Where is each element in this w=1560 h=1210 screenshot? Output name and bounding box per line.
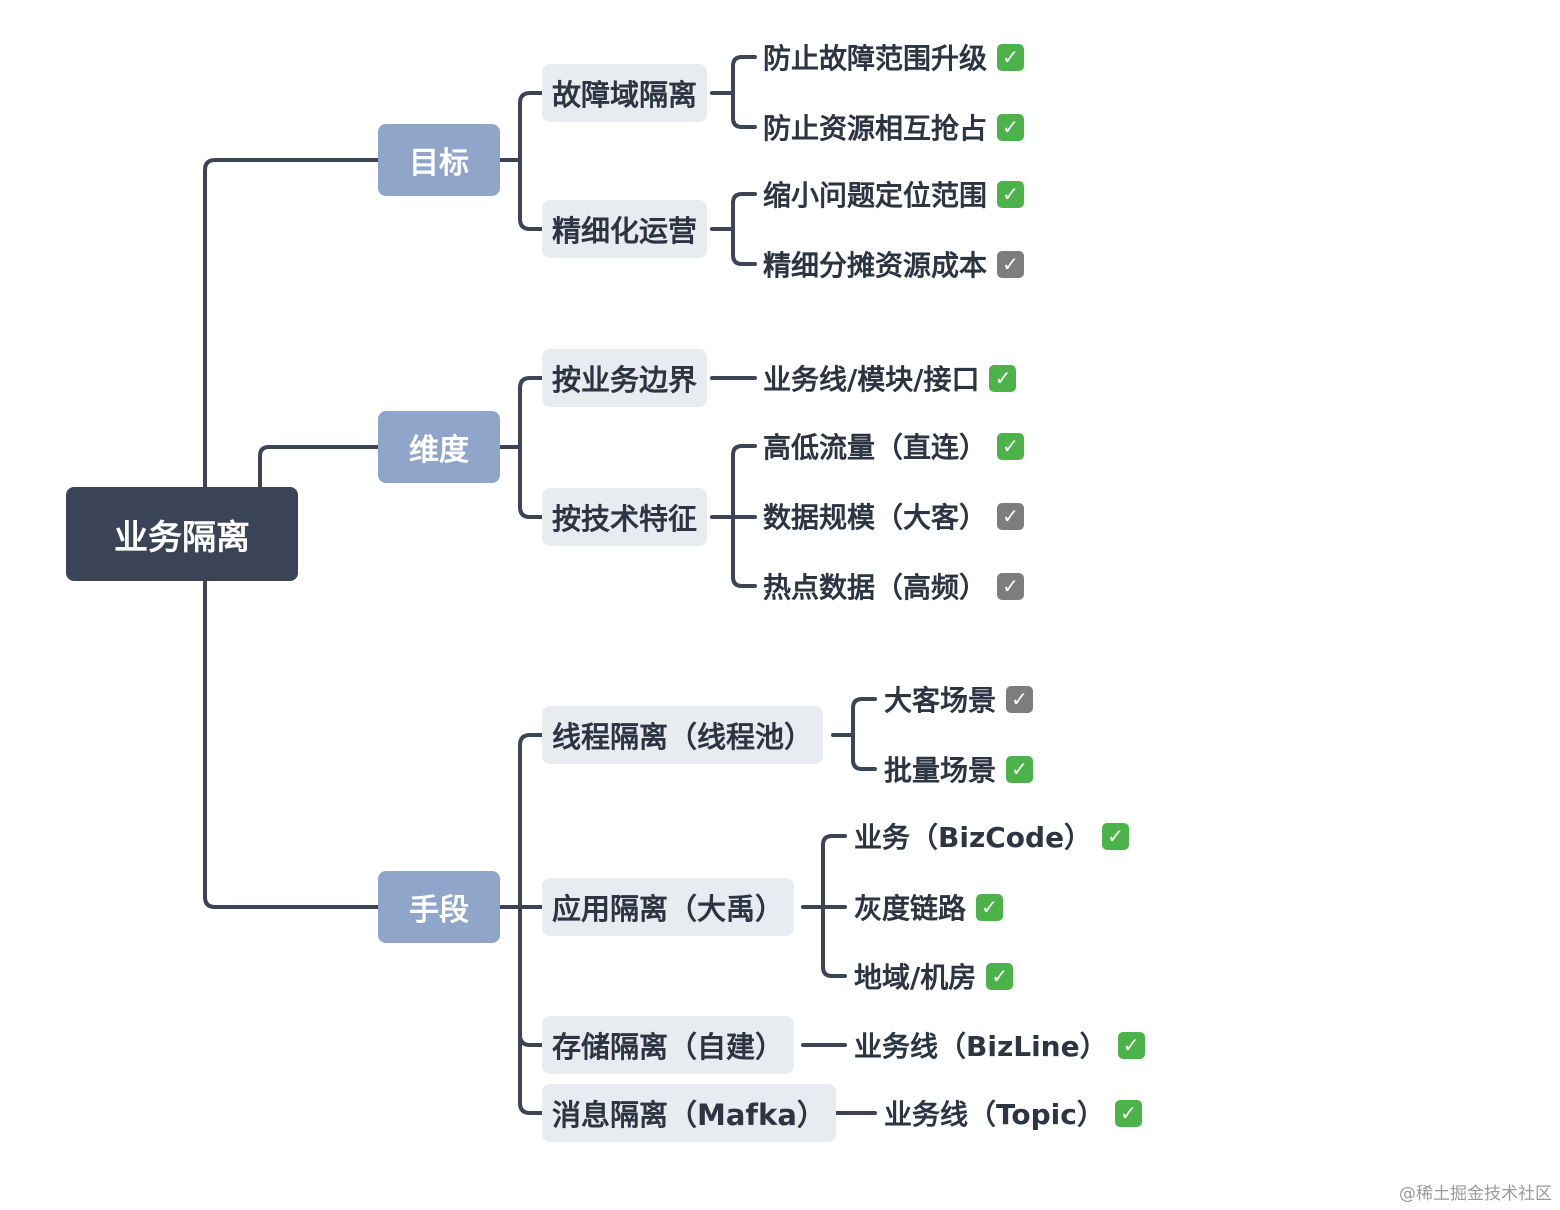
check-green-icon: ✓ (1102, 822, 1130, 850)
connector-thread-leaves (831, 697, 877, 771)
check-green-icon: ✓ (1114, 1099, 1142, 1127)
leaf-item[interactable]: 高低流量（直连） ✓ (763, 423, 1025, 469)
topic-message-isolation[interactable]: 消息隔离（Mafka） (542, 1084, 836, 1142)
leaf-item[interactable]: 缩小问题定位范围 ✓ (763, 171, 1025, 217)
leaf-label: 缩小问题定位范围 (763, 179, 988, 212)
leaf-item[interactable]: 防止故障范围升级 ✓ (763, 34, 1025, 80)
check-green-icon: ✓ (976, 893, 1004, 921)
connector-app-leaves (801, 834, 847, 978)
topic-storage-isolation[interactable]: 存储隔离（自建） (542, 1016, 795, 1074)
leaf-label: 业务线（Topic） (884, 1098, 1105, 1131)
check-green-icon: ✓ (986, 962, 1014, 990)
topic-fault-isolation[interactable]: 故障域隔离 (542, 64, 708, 122)
leaf-label: 高低流量（直连） (763, 431, 988, 464)
connector-goal-children (498, 91, 544, 231)
topic-app-isolation[interactable]: 应用隔离（大禹） (542, 878, 795, 936)
leaf-label: 防止资源相互抢占 (763, 112, 988, 145)
branch-means[interactable]: 手段 (378, 871, 500, 943)
topic-thread-isolation[interactable]: 线程隔离（线程池） (542, 706, 824, 764)
leaf-label: 地域/机房 (854, 961, 977, 994)
leaf-label: 数据规模（大客） (763, 501, 988, 534)
connector-dimension-children (498, 376, 544, 519)
leaf-label: 业务线/模块/接口 (763, 363, 980, 396)
leaf-item[interactable]: 灰度链路 ✓ (854, 884, 1004, 930)
check-gray-icon: ✓ (997, 502, 1025, 530)
connector-tech-leaves (710, 444, 757, 588)
leaf-item[interactable]: 批量场景 ✓ (884, 746, 1034, 792)
branch-dimension[interactable]: 维度 (378, 411, 500, 483)
check-gray-icon: ✓ (997, 572, 1025, 600)
check-green-icon: ✓ (997, 113, 1025, 141)
leaf-label: 精细分摊资源成本 (763, 249, 988, 282)
leaf-label: 防止故障范围升级 (763, 42, 988, 75)
leaf-label: 灰度链路 (854, 892, 967, 925)
leaf-label: 热点数据（高频） (763, 571, 988, 604)
branch-goal[interactable]: 目标 (378, 124, 500, 196)
leaf-item[interactable]: 业务线/模块/接口 ✓ (763, 355, 1017, 401)
leaf-item[interactable]: 精细分摊资源成本 ✓ (763, 241, 1025, 287)
leaf-item[interactable]: 业务线（BizLine） ✓ (854, 1022, 1145, 1068)
leaf-item[interactable]: 业务（BizCode） ✓ (854, 813, 1130, 859)
connector-fault-leaves (710, 55, 757, 129)
topic-fine-ops[interactable]: 精细化运营 (542, 200, 708, 258)
leaf-item[interactable]: 热点数据（高频） ✓ (763, 563, 1025, 609)
check-gray-icon: ✓ (997, 250, 1025, 278)
leaf-item[interactable]: 数据规模（大客） ✓ (763, 493, 1025, 539)
leaf-item[interactable]: 大客场景 ✓ (884, 676, 1034, 722)
topic-business-boundary[interactable]: 按业务边界 (542, 349, 708, 407)
connector-root-dimension (258, 445, 380, 489)
connector-root-goal (203, 158, 380, 489)
connector-means-children (498, 733, 544, 1115)
leaf-item[interactable]: 业务线（Topic） ✓ (884, 1090, 1142, 1136)
check-green-icon: ✓ (997, 180, 1025, 208)
check-green-icon: ✓ (997, 432, 1025, 460)
leaf-label: 批量场景 (884, 754, 997, 787)
leaf-label: 业务线（BizLine） (854, 1030, 1108, 1063)
leaf-label: 业务（BizCode） (854, 821, 1093, 854)
check-gray-icon: ✓ (1006, 685, 1034, 713)
check-green-icon: ✓ (997, 43, 1025, 71)
check-green-icon: ✓ (1006, 755, 1034, 783)
root-node[interactable]: 业务隔离 (66, 487, 298, 581)
check-green-icon: ✓ (989, 364, 1017, 392)
leaf-item[interactable]: 防止资源相互抢占 ✓ (763, 104, 1025, 150)
connector-ops-leaves (710, 192, 757, 266)
leaf-item[interactable]: 地域/机房 ✓ (854, 953, 1014, 999)
leaf-label: 大客场景 (884, 684, 997, 717)
check-green-icon: ✓ (1117, 1031, 1145, 1059)
connector-root-means (203, 579, 380, 909)
watermark: @稀土掘金技术社区 (1399, 1184, 1552, 1204)
topic-tech-feature[interactable]: 按技术特征 (542, 488, 708, 546)
